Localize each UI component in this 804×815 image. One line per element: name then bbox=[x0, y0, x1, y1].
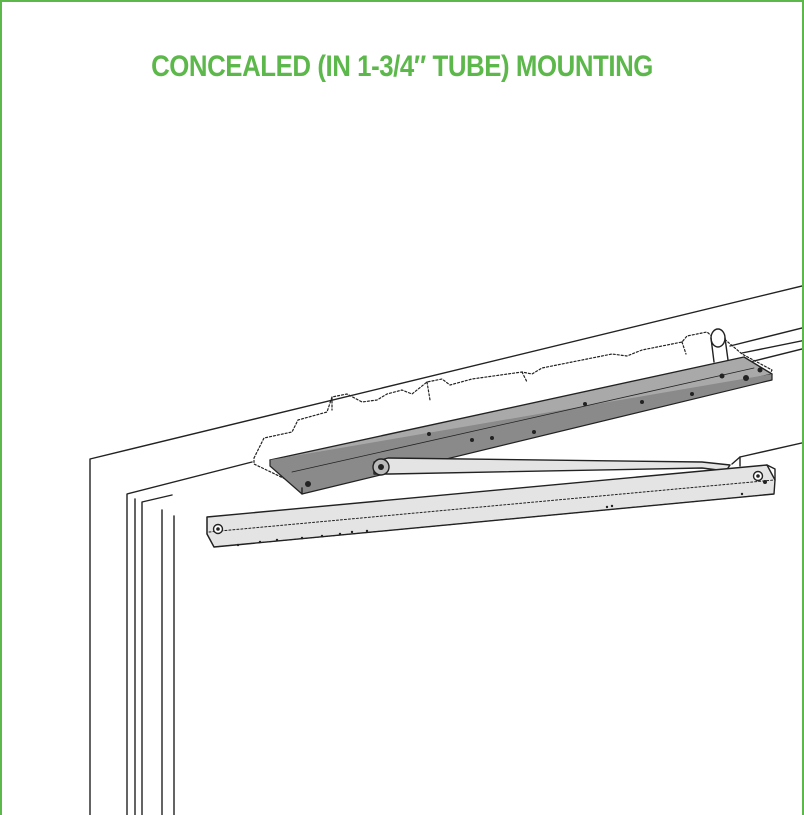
mounting-plate-outline bbox=[253, 331, 773, 488]
main-arm bbox=[372, 457, 731, 476]
diagram-title: CONCEALED (IN 1-3/4″ TUBE) MOUNTING bbox=[151, 50, 653, 83]
plate-screws bbox=[305, 367, 763, 487]
track-arm bbox=[206, 464, 776, 548]
door-frame bbox=[89, 285, 802, 815]
pivot-knuckle bbox=[710, 328, 729, 363]
